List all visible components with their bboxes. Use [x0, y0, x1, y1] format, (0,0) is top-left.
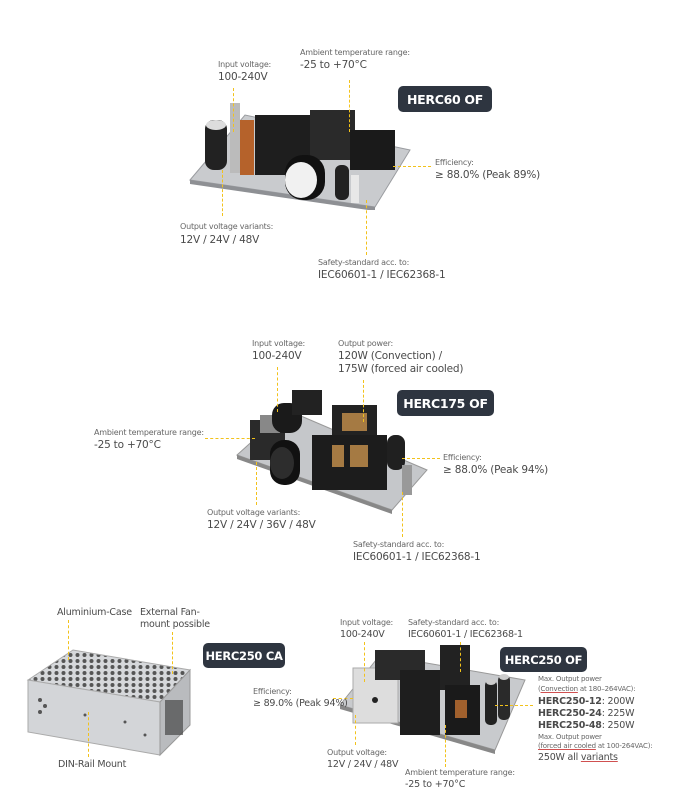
callout-line — [366, 200, 367, 255]
herc175-product-image — [236, 390, 428, 514]
callout-line — [88, 712, 89, 757]
callout-line — [277, 367, 278, 412]
variant-power: : 225W — [601, 708, 635, 719]
herc175-efficiency-value: ≥ 88.0% (Peak 94%) — [443, 464, 549, 476]
herc250of-efficiency-value: ≥ 89.0% (Peak 94%) — [253, 698, 348, 709]
herc250ca-fan-label-1: External Fan- — [140, 607, 200, 618]
herc60-output-label: Output voltage variants: — [180, 222, 274, 231]
herc250ca-badge: HERC250 CA — [203, 643, 285, 668]
variant-model: HERC250-12 — [538, 696, 602, 707]
herc60-ambient-value: -25 to +70°C — [300, 59, 367, 71]
herc250of-input-label: Input voltage: — [340, 618, 394, 627]
forced-word: (forced air cooled — [538, 742, 596, 750]
herc175-safety-value: IEC60601-1 / IEC62368-1 — [353, 551, 481, 563]
herc175-output-value: 12V / 24V / 36V / 48V — [207, 519, 316, 531]
variant-power: : 200W — [601, 696, 635, 707]
herc250of-ambient-value: -25 to +70°C — [405, 779, 466, 790]
all-prefix: 250W all — [538, 752, 581, 763]
callout-line — [355, 715, 356, 745]
callout-line — [205, 438, 255, 439]
callout-line — [402, 458, 440, 459]
callout-line — [349, 80, 350, 132]
herc250of-convection-note: (Convection at 180–264VAC): — [538, 685, 636, 693]
callout-line — [460, 642, 461, 672]
callout-line — [445, 725, 446, 767]
callout-line — [333, 698, 353, 699]
variant-power: : 250W — [601, 720, 635, 731]
callout-line — [495, 705, 533, 706]
herc250of-variant-12: HERC250-12: 200W — [538, 696, 634, 707]
herc250ca-fan-label-2: mount possible — [140, 619, 210, 630]
herc250of-output-label: Output voltage: — [327, 748, 387, 757]
herc175-efficiency-label: Efficiency: — [443, 453, 482, 462]
herc60-ambient-label: Ambient temperature range: — [300, 48, 410, 57]
callout-line — [233, 88, 234, 132]
convection-rest: at 180–264VAC): — [577, 685, 636, 693]
herc60-efficiency-label: Efficiency: — [435, 158, 474, 167]
herc175-power-label: Output power: — [338, 339, 394, 348]
herc250of-max-power-label: Max. Output power — [538, 675, 602, 683]
herc60-product-image — [189, 103, 411, 210]
callout-line — [68, 620, 69, 660]
callout-line — [393, 166, 431, 167]
herc250of-safety-value: IEC60601-1 / IEC62368-1 — [408, 629, 523, 640]
herc175-input-value: 100-240V — [252, 350, 302, 362]
herc175-ambient-value: -25 to +70°C — [94, 439, 161, 451]
herc250of-variant-24: HERC250-24: 225W — [538, 708, 634, 719]
herc175-input-label: Input voltage: — [252, 339, 306, 348]
herc250of-efficiency-label: Efficiency: — [253, 687, 292, 696]
herc250of-badge: HERC250 OF — [500, 647, 587, 672]
herc250ca-din-label: DIN-Rail Mount — [58, 759, 127, 770]
paren: ( — [538, 685, 541, 693]
herc175-power-value-2: 175W (forced air cooled) — [338, 363, 464, 375]
herc175-ambient-label: Ambient temperature range: — [94, 428, 204, 437]
herc175-safety-label: Safety-standard acc. to: — [353, 540, 445, 549]
herc250of-product-image — [339, 645, 526, 754]
herc60-badge: HERC60 OF — [398, 86, 492, 112]
herc60-safety-value: IEC60601-1 / IEC62368-1 — [318, 269, 446, 281]
variant-model: HERC250-48 — [538, 720, 602, 731]
herc60-safety-label: Safety-standard acc. to: — [318, 258, 410, 267]
convection-word: Convection — [540, 685, 579, 693]
herc60-input-value: 100-240V — [218, 71, 268, 83]
callout-line — [364, 642, 365, 682]
herc60-input-label: Input voltage: — [218, 60, 272, 69]
callout-line — [363, 380, 364, 422]
herc250of-input-value: 100-240V — [340, 629, 385, 640]
herc250of-max-power-label-2: Max. Output power — [538, 733, 602, 741]
herc60-efficiency-value: ≥ 88.0% (Peak 89%) — [435, 169, 541, 181]
variant-model: HERC250-24 — [538, 708, 602, 719]
herc175-badge: HERC175 OF — [397, 390, 494, 416]
herc250of-output-value: 12V / 24V / 48V — [327, 759, 399, 770]
herc175-output-label: Output voltage variants: — [207, 508, 301, 517]
herc175-power-value-1: 120W (Convection) / — [338, 350, 442, 362]
forced-rest: at 100-264VAC): — [595, 742, 653, 750]
herc60-output-value: 12V / 24V / 48V — [180, 234, 260, 246]
callout-line — [172, 632, 173, 674]
herc250of-variant-48: HERC250-48: 250W — [538, 720, 634, 731]
herc250ca-product-image — [26, 649, 192, 757]
all-word: variants — [580, 752, 618, 763]
callout-line — [222, 170, 223, 216]
herc250ca-case-label: Aluminium-Case — [57, 607, 132, 618]
herc250of-all-variants: 250W all variants — [538, 752, 618, 763]
callout-line — [402, 492, 403, 537]
herc250of-safety-label: Safety-standard acc. to: — [408, 618, 500, 627]
callout-line — [256, 462, 257, 505]
herc250of-ambient-label: Ambient temperature range: — [405, 768, 515, 777]
herc250of-forced-note: (forced air cooled at 100-264VAC): — [538, 742, 653, 750]
